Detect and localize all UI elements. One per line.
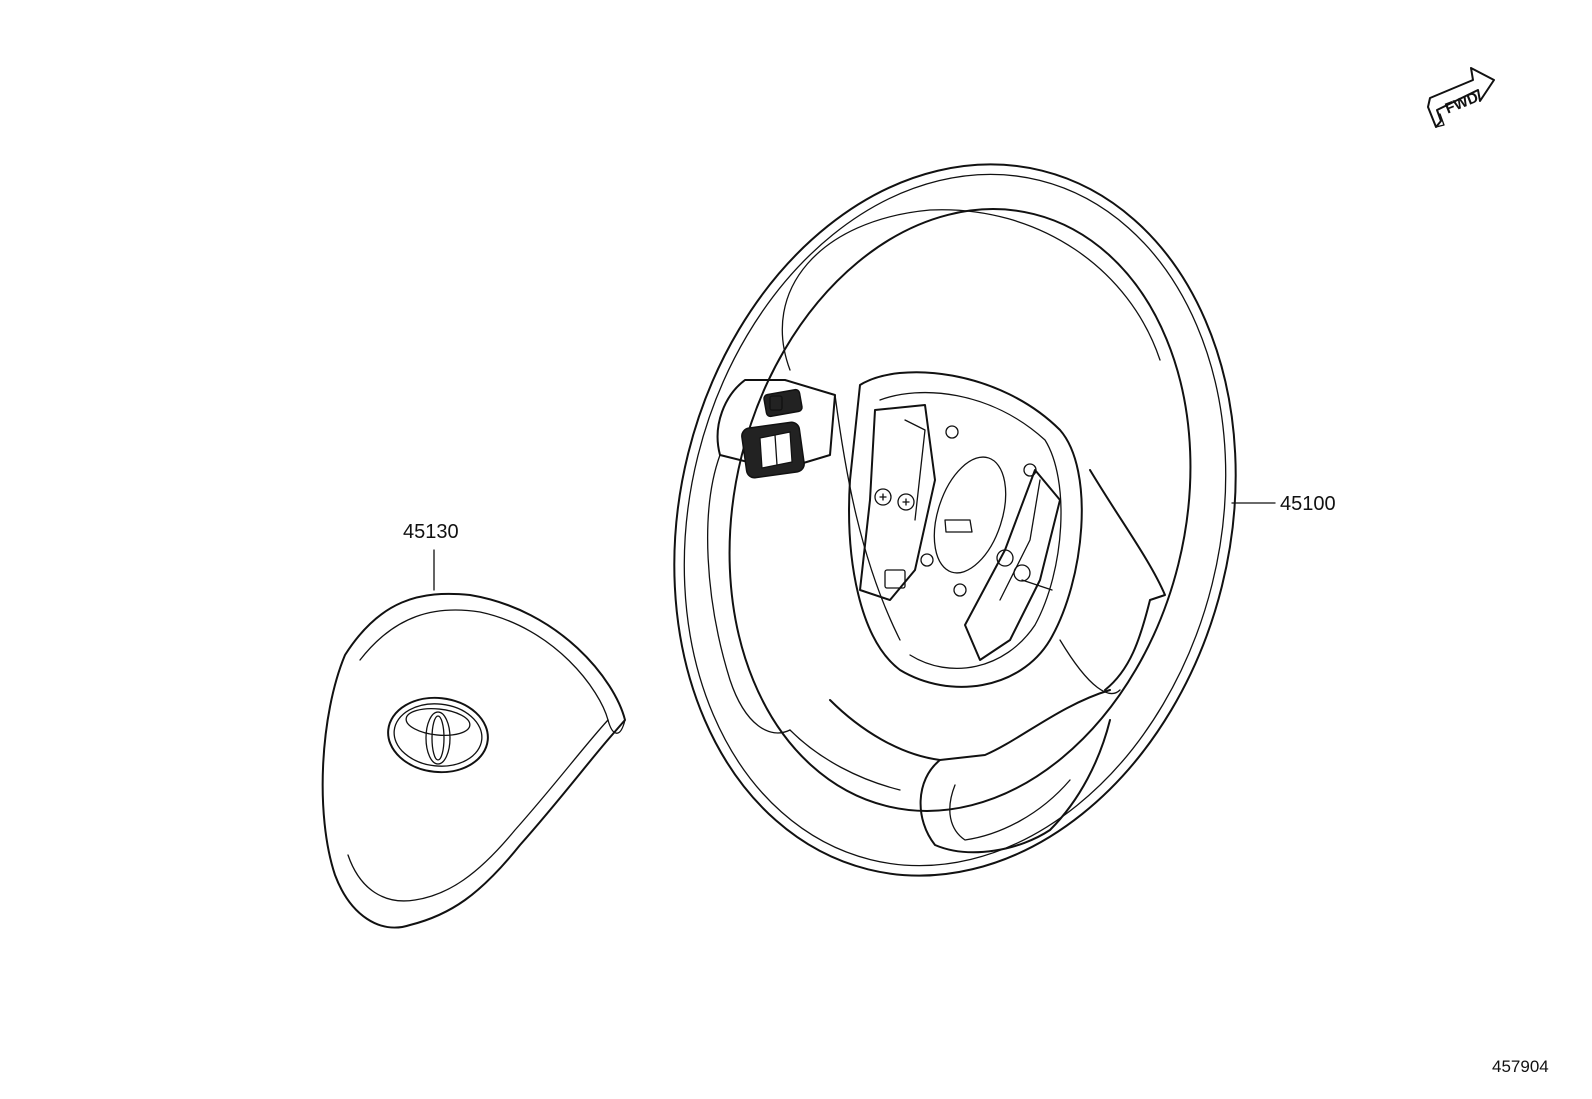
part-label-45100: 45100 bbox=[1280, 493, 1336, 515]
part-label-45130: 45130 bbox=[403, 521, 459, 543]
fwd-arrow-icon: FWD bbox=[1427, 67, 1495, 128]
diagram-id: 457904 bbox=[1492, 1057, 1549, 1076]
steering-wheel bbox=[673, 163, 1276, 877]
airbag-horn-pad bbox=[321, 549, 626, 929]
steering-switch-pad bbox=[741, 388, 805, 479]
toyota-emblem-icon bbox=[387, 696, 489, 774]
fwd-label: FWD bbox=[1443, 89, 1481, 118]
